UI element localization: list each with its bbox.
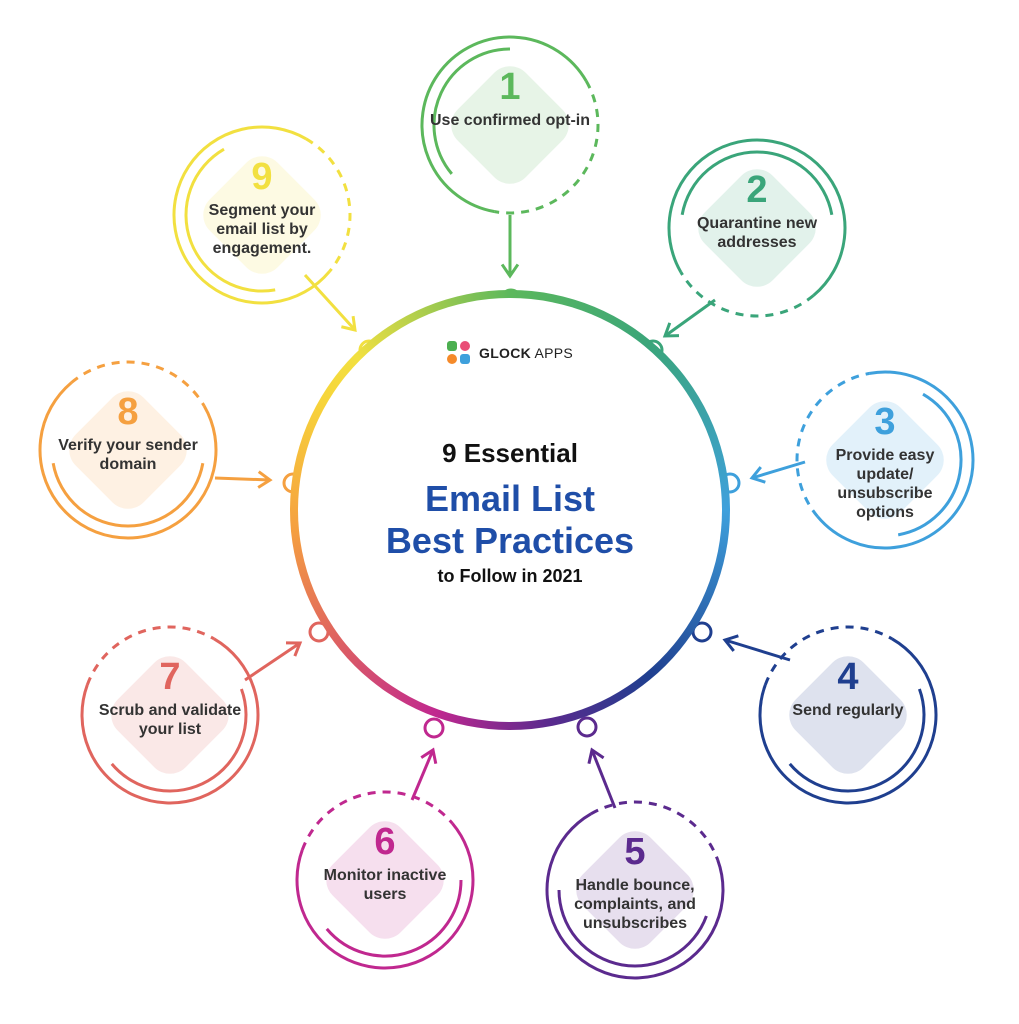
step-circle-dashed [300, 790, 454, 851]
step-circle-solid [420, 35, 588, 214]
arrow-line [303, 273, 357, 332]
step-inner-arc [897, 392, 963, 537]
step-circle-dashed [494, 80, 600, 215]
step-circle-solid [816, 370, 975, 550]
step-circle-dashed [795, 371, 870, 518]
step-circle-dashed [590, 800, 720, 861]
step-inner-arc [110, 688, 248, 793]
step-circle-solid [545, 812, 725, 980]
step-circle-solid [295, 822, 475, 970]
step-number: 9 [251, 156, 273, 198]
step-inner-arc [788, 688, 926, 793]
title-line1: 9 Essential [442, 438, 578, 468]
step-inner-arc [680, 150, 834, 216]
step-label: Provide easy update/ unsubscribe options [835, 447, 935, 521]
arrow-head-icon [285, 641, 303, 657]
arrow-head-icon [257, 470, 273, 489]
step-blob [203, 156, 321, 274]
ring-node [576, 716, 598, 738]
step-inner-arc [184, 147, 276, 293]
arrow-head-icon [662, 322, 680, 338]
step-number: 8 [117, 391, 139, 433]
step-blob [789, 656, 907, 774]
title-main-1: Email List [424, 478, 596, 519]
glock-apps-logo: GLOCK APPS [447, 341, 573, 365]
step-circle-dashed [305, 137, 352, 273]
step-number: 2 [746, 169, 768, 211]
step-number: 4 [837, 656, 859, 698]
step-number: 5 [624, 831, 646, 873]
arrow-head-icon [749, 466, 766, 484]
step-circle-solid [80, 637, 260, 805]
logo-text-bold: GLOCK [479, 345, 532, 361]
step-label: Quarantine new addresses [696, 215, 818, 251]
arrow-line [664, 298, 716, 338]
step-circle-dashed [85, 625, 215, 686]
arrow-head-icon [420, 747, 438, 765]
step-circle-dashed [679, 271, 815, 318]
center-ring [290, 290, 730, 730]
arrow-line [724, 638, 791, 662]
step-number: 7 [159, 656, 181, 698]
step-blob [826, 401, 944, 519]
step-circle-solid [172, 125, 331, 305]
step-inner-arc [557, 889, 708, 968]
step-number: 6 [374, 821, 396, 863]
arrow-head-icon [722, 634, 739, 652]
title-line3: to Follow in 2021 [437, 566, 583, 586]
step-label: Use confirmed opt-in [430, 112, 591, 129]
step-number: 3 [874, 401, 896, 443]
step-blob [451, 66, 569, 184]
arrow-line [590, 749, 617, 809]
step-circle-solid [667, 138, 847, 297]
step-inner-arc [51, 462, 205, 528]
arrow-head-icon [341, 315, 357, 332]
title-main-2: Best Practices [385, 520, 635, 561]
step-label: Send regularly [792, 702, 904, 719]
step-label: Verify your sender domain [58, 437, 198, 473]
step-blob [576, 831, 694, 949]
arrow-line [410, 749, 435, 801]
logo-text-light: APPS [534, 345, 574, 361]
step-blob [111, 656, 229, 774]
arrow-line [214, 476, 271, 482]
step-blob [698, 169, 816, 287]
step-inner-arc [325, 879, 463, 958]
step-label: Handle bounce, complaints, and unsubscri… [574, 877, 696, 932]
arrow-line [751, 460, 806, 480]
step-label: Scrub and validate your list [98, 702, 242, 738]
arrow-head-icon [587, 747, 605, 764]
step-blob [326, 821, 444, 939]
step-blob [69, 391, 187, 509]
step-circle-solid [38, 381, 218, 540]
step-inner-arc [432, 47, 511, 175]
arrow-line [244, 641, 301, 682]
step-label: Monitor inactive users [323, 867, 447, 903]
step-circle-solid [758, 637, 938, 805]
arrow-head-icon [500, 263, 520, 279]
step-label: Segment your email list by engagement. [208, 202, 316, 257]
step-circle-dashed [763, 625, 893, 686]
step-circle-dashed [70, 360, 206, 407]
logo-icon [447, 341, 471, 365]
step-number: 1 [499, 66, 521, 108]
ring-node [423, 717, 445, 739]
